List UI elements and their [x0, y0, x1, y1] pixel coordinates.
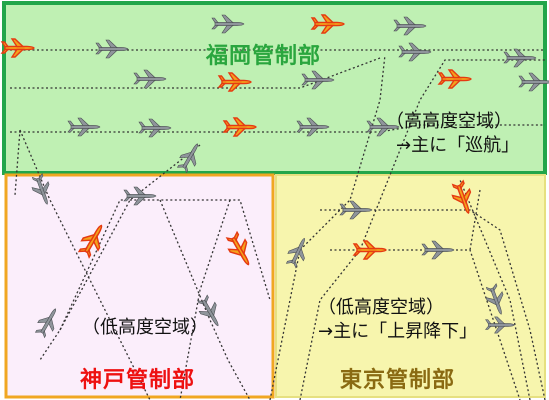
- fukuoka-note-line1: （高高度空域）: [386, 111, 512, 132]
- tokyo-note-line2: →主に「上昇降下」: [318, 321, 478, 342]
- flight-path: [320, 209, 546, 400]
- flight-path: [10, 57, 381, 89]
- kobe-note-line1: （低高度空域）: [82, 317, 208, 338]
- fukuoka-note-line2: →主に「巡航」: [396, 135, 520, 156]
- flight-path: [179, 199, 231, 400]
- flight-path: [59, 199, 271, 331]
- flight-path: [469, 189, 481, 251]
- kobe-region: [4, 173, 275, 399]
- flight-path: [14, 129, 21, 196]
- tokyo-region: [275, 174, 546, 398]
- kobe-region-title: 神戸管制部: [80, 368, 196, 393]
- flight-path: [269, 54, 386, 400]
- flight-paths: [10, 49, 546, 400]
- fukuoka-region: [2, 1, 547, 175]
- flight-path: [159, 199, 251, 400]
- flight-path: [39, 144, 201, 361]
- tokyo-note-line1: （低高度空域）: [318, 297, 444, 318]
- fukuoka-region-title: 福岡管制部: [206, 44, 322, 69]
- tokyo-region-title: 東京管制部: [340, 368, 456, 393]
- flight-path: [10, 124, 545, 133]
